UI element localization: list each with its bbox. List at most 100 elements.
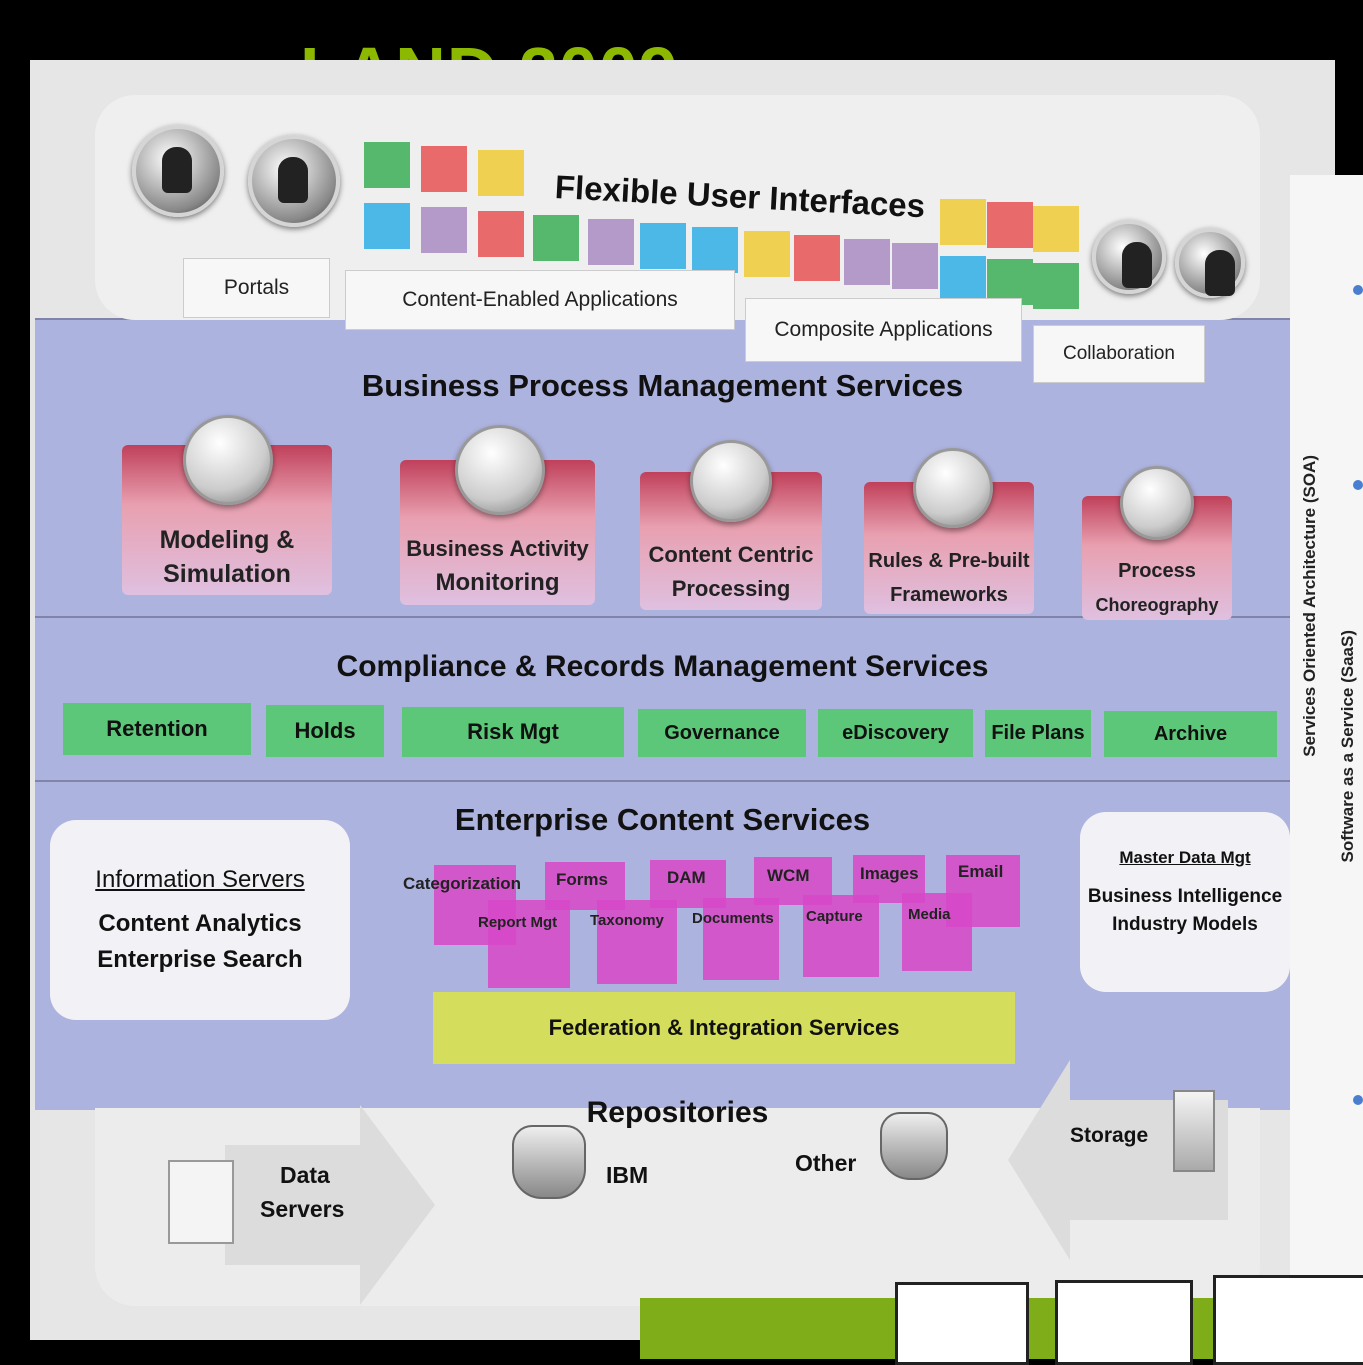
ecs-taxonomy: Taxonomy xyxy=(590,912,664,929)
bullet-dot xyxy=(1353,1095,1363,1105)
soa-label: Services Oriented Architecture (SOA) xyxy=(1300,455,1319,757)
modeling-icon xyxy=(183,415,273,505)
color-tile xyxy=(364,142,410,188)
arrow-body xyxy=(225,1145,375,1265)
master-data-panel: Master Data Mgt Business Intelligence In… xyxy=(1080,812,1290,992)
ecs-report-mgt: Report Mgt xyxy=(478,914,558,931)
server-tower-icon xyxy=(1173,1090,1215,1172)
puzzle-icon xyxy=(1055,1280,1193,1365)
bullet-dot xyxy=(1353,285,1363,295)
person-icon xyxy=(1092,220,1166,294)
bpm-label-line1: Content Centric xyxy=(648,542,814,567)
color-tile xyxy=(588,219,634,265)
compliance-governance: Governance xyxy=(638,709,806,757)
arrow-left-icon xyxy=(1008,1060,1070,1260)
color-tile xyxy=(421,207,467,253)
ecs-categorization: Categorization xyxy=(403,874,522,893)
person-icon xyxy=(248,135,340,227)
bpm-label-line1: Business Activity xyxy=(406,536,589,561)
information-servers-heading: Information Servers xyxy=(95,866,305,893)
color-tile xyxy=(940,199,986,245)
bpm-label-line2: Simulation xyxy=(163,560,291,588)
content-block xyxy=(488,900,570,988)
content-block xyxy=(803,895,879,977)
compliance-risk-mgt: Risk Mgt xyxy=(402,707,624,757)
color-tile xyxy=(1033,206,1079,252)
ecs-capture: Capture xyxy=(806,908,863,925)
ecs-email: Email xyxy=(958,862,1004,881)
side-strip xyxy=(1290,175,1363,1285)
compliance-title: Compliance & Records Management Services xyxy=(336,650,989,683)
bpm-label-line1: Rules & Pre-built xyxy=(868,550,1030,572)
ecs-forms: Forms xyxy=(556,870,608,889)
spreadsheet-icon xyxy=(168,1160,234,1244)
color-tile xyxy=(478,211,524,257)
master-data-heading: Master Data Mgt xyxy=(1119,848,1251,867)
database-icon xyxy=(880,1112,948,1180)
network-icon xyxy=(1213,1275,1363,1365)
arrow-right-icon xyxy=(360,1105,435,1305)
color-tile xyxy=(844,239,890,285)
bpm-label-line2: Choreography xyxy=(1095,595,1219,615)
color-tile xyxy=(692,227,738,273)
bpm-label-line1: Process xyxy=(1118,560,1196,582)
database-icon xyxy=(512,1125,586,1199)
bpm-content-centric-box: Content Centric Processing xyxy=(640,472,822,610)
ecs-images: Images xyxy=(860,864,919,883)
compliance-file-plans: File Plans xyxy=(985,710,1091,757)
form-template-icon xyxy=(913,448,993,528)
bpm-title: Business Process Management Services xyxy=(361,368,964,403)
color-tile xyxy=(744,231,790,277)
dashboard-icon xyxy=(455,425,545,515)
compliance-archive: Archive xyxy=(1104,711,1277,757)
ecs-dam: DAM xyxy=(667,868,706,887)
ecs-wcm: WCM xyxy=(767,866,810,885)
industry-models-label: Industry Models xyxy=(1112,914,1258,935)
color-tile xyxy=(478,150,524,196)
chip-portals: Portals xyxy=(183,258,330,318)
color-tile xyxy=(421,146,467,192)
ibm-label: IBM xyxy=(606,1162,649,1188)
color-tile xyxy=(1033,263,1079,309)
color-tile xyxy=(640,223,686,269)
content-block xyxy=(902,893,972,971)
other-label: Other xyxy=(795,1150,857,1176)
compliance-layer: Compliance & Records Management Services xyxy=(35,616,1290,782)
repositories-title: Repositories xyxy=(586,1096,769,1129)
content-block xyxy=(703,898,779,980)
ecs-documents: Documents xyxy=(692,910,774,927)
data-servers-line2: Servers xyxy=(260,1196,345,1222)
bpm-label-line2: Monitoring xyxy=(435,569,560,596)
chip-collaboration: Collaboration xyxy=(1033,325,1205,383)
bullet-dot xyxy=(1353,480,1363,490)
ecs-media: Media xyxy=(908,906,951,923)
business-intelligence-label: Business Intelligence xyxy=(1087,886,1283,907)
person-icon xyxy=(1175,228,1245,298)
compliance-retention: Retention xyxy=(63,703,251,755)
bpm-label-line2: Processing xyxy=(671,576,791,601)
color-tile xyxy=(987,202,1033,248)
federation-label: Federation & Integration Services xyxy=(548,1015,900,1040)
ecs-title: Enterprise Content Services xyxy=(454,802,871,837)
document-database-icon xyxy=(690,440,772,522)
saas-label: Software as a Service (SaaS) xyxy=(1338,630,1357,863)
color-tile xyxy=(794,235,840,281)
color-tile xyxy=(892,243,938,289)
process-flow-icon xyxy=(1120,466,1194,540)
person-icon xyxy=(132,125,224,217)
color-tile xyxy=(940,256,986,302)
color-tile xyxy=(533,215,579,261)
storage-label: Storage xyxy=(1070,1124,1149,1147)
chip-content-enabled-apps: Content-Enabled Applications xyxy=(345,270,735,330)
compliance-holds: Holds xyxy=(266,705,384,757)
content-block xyxy=(597,900,677,984)
globe-icon xyxy=(895,1282,1029,1365)
color-tile xyxy=(364,203,410,249)
content-analytics-label: Content Analytics xyxy=(98,910,302,937)
data-servers-line1: Data xyxy=(280,1162,330,1188)
bpm-label-line1: Modeling & xyxy=(159,526,295,554)
information-servers-panel: Information Servers Content Analytics En… xyxy=(50,820,350,1020)
bpm-label-line2: Frameworks xyxy=(890,584,1008,606)
color-tile xyxy=(987,259,1033,305)
compliance-ediscovery: eDiscovery xyxy=(818,709,973,757)
